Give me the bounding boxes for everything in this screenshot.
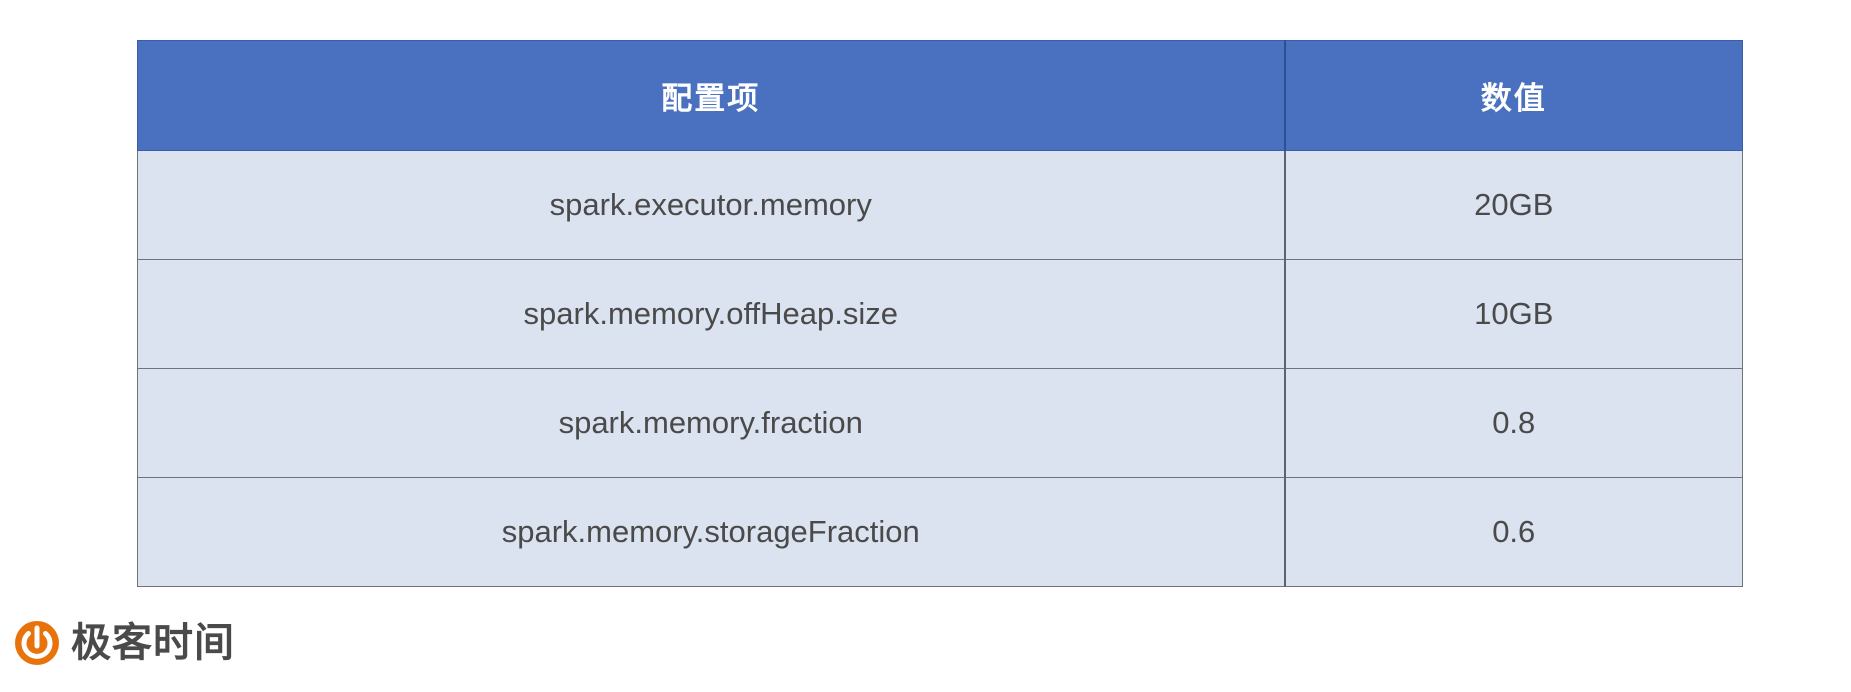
table-row: spark.memory.storageFraction 0.6 xyxy=(137,477,1743,587)
cell-config-value: 10GB xyxy=(1284,259,1743,369)
spark-config-table: 配置项 数值 spark.executor.memory 20GB spark.… xyxy=(137,40,1743,587)
table-row: spark.executor.memory 20GB xyxy=(137,150,1743,260)
cell-config-value: 0.6 xyxy=(1284,477,1743,587)
table-header-row: 配置项 数值 xyxy=(137,40,1743,151)
brand-footer: 极客时间 xyxy=(14,620,235,666)
column-header-config-item: 配置项 xyxy=(137,40,1286,151)
geektime-logo-icon xyxy=(14,620,60,666)
table-row: spark.memory.offHeap.size 10GB xyxy=(137,259,1743,369)
cell-config-value: 20GB xyxy=(1284,150,1743,260)
table-row: spark.memory.fraction 0.8 xyxy=(137,368,1743,478)
table-body: spark.executor.memory 20GB spark.memory.… xyxy=(137,150,1743,587)
brand-name: 极客时间 xyxy=(71,620,235,666)
cell-config-value: 0.8 xyxy=(1284,368,1743,478)
cell-config-key: spark.memory.storageFraction xyxy=(137,477,1286,587)
column-header-value: 数值 xyxy=(1284,40,1743,151)
cell-config-key: spark.memory.offHeap.size xyxy=(137,259,1286,369)
cell-config-key: spark.memory.fraction xyxy=(137,368,1286,478)
table-header: 配置项 数值 xyxy=(137,40,1743,151)
cell-config-key: spark.executor.memory xyxy=(137,150,1286,260)
